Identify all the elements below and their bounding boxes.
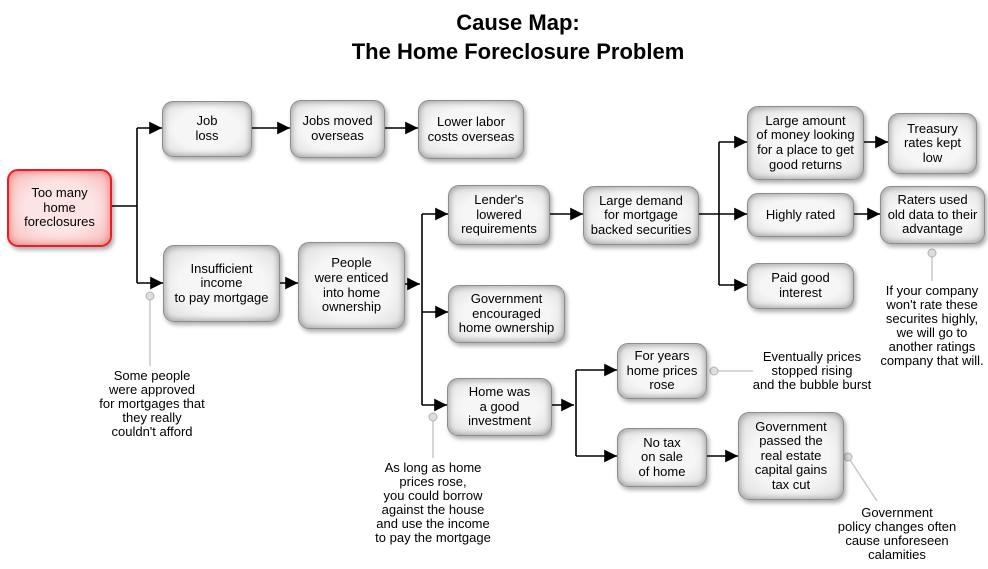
node-large-amount-of-money[interactable]: Large amount of money looking for a plac…: [747, 106, 864, 180]
node-paid-good-interest[interactable]: Paid good interest: [747, 263, 854, 309]
note-dot-eventually: [709, 366, 719, 376]
note-dot-approved: [145, 291, 155, 301]
node-jobs-moved-overseas[interactable]: Jobs moved overseas: [290, 100, 385, 158]
node-label: Insufficient income to pay mortgage: [174, 260, 269, 305]
note-anchor-dots: [145, 248, 937, 462]
node-treasury-rates-low[interactable]: Treasury rates kept low: [888, 113, 977, 174]
note-dot-policy: [843, 452, 853, 462]
note-dot-aslong: [428, 412, 438, 422]
note-approved-mortgages: Some people were approved for mortgages …: [99, 368, 205, 439]
node-label: Paid good interest: [771, 270, 830, 300]
node-label: Government passed the real estate capita…: [754, 418, 828, 492]
note-bubble-burst: Eventually prices stopped rising and the…: [752, 349, 872, 392]
node-home-good-investment[interactable]: Home was a good investment: [447, 378, 552, 436]
node-label: Treasury rates kept low: [903, 120, 962, 165]
note-line-policy: [849, 459, 878, 502]
node-label: Highly rated: [765, 206, 836, 222]
node-lower-labor-costs[interactable]: Lower labor costs overseas: [418, 100, 524, 159]
node-people-enticed[interactable]: People were enticed into home ownership: [298, 242, 405, 329]
node-label: People were enticed into home ownership: [314, 255, 389, 315]
note-dot-ifcompany: [927, 248, 937, 258]
node-raters-used-old-data[interactable]: Raters used old data to their advantage: [880, 186, 985, 244]
cause-connectors: [108, 121, 888, 463]
note-connectors: [149, 257, 933, 502]
node-label: Government encouraged home ownership: [458, 291, 555, 336]
wire-root-split: [108, 128, 138, 283]
node-label: Job loss: [195, 113, 219, 143]
node-highly-rated[interactable]: Highly rated: [747, 193, 854, 237]
node-label: Large amount of money looking for a plac…: [756, 112, 855, 172]
node-label: Lower labor costs overseas: [427, 113, 515, 144]
node-lenders-lowered-requirements[interactable]: Lender's lowered requirements: [448, 185, 550, 245]
node-label: Home was a good investment: [468, 384, 531, 429]
node-job-loss[interactable]: Job loss: [162, 101, 252, 157]
node-government-encouraged-ownership[interactable]: Government encouraged home ownership: [448, 285, 565, 343]
node-label: Lender's lowered requirements: [461, 192, 537, 237]
node-label: Raters used old data to their advantage: [887, 192, 978, 237]
note-borrow-against-house: As long as home prices rose, you could b…: [375, 460, 491, 545]
node-label: No tax on sale of home: [638, 434, 686, 479]
node-capital-gains-tax-cut[interactable]: Government passed the real estate capita…: [738, 412, 844, 500]
node-large-demand-mbs[interactable]: Large demand for mortgage backed securit…: [583, 186, 699, 245]
node-label: Too many home foreclosures: [24, 185, 95, 230]
node-no-tax-on-sale[interactable]: No tax on sale of home: [617, 428, 707, 487]
node-home-prices-rose[interactable]: For years home prices rose: [617, 343, 707, 399]
node-too-many-home-foreclosures[interactable]: Too many home foreclosures: [7, 169, 112, 247]
node-label: Large demand for mortgage backed securit…: [590, 192, 692, 237]
node-label: Jobs moved overseas: [302, 113, 373, 143]
node-label: For years home prices rose: [626, 348, 698, 393]
note-ratings-competition: If your company won't rate these securit…: [880, 283, 984, 368]
note-policy-calamities: Government policy changes often cause un…: [837, 505, 957, 562]
node-insufficient-income[interactable]: Insufficient income to pay mortgage: [163, 245, 280, 322]
diagram-title: Cause Map: The Home Foreclosure Problem: [351, 10, 685, 64]
